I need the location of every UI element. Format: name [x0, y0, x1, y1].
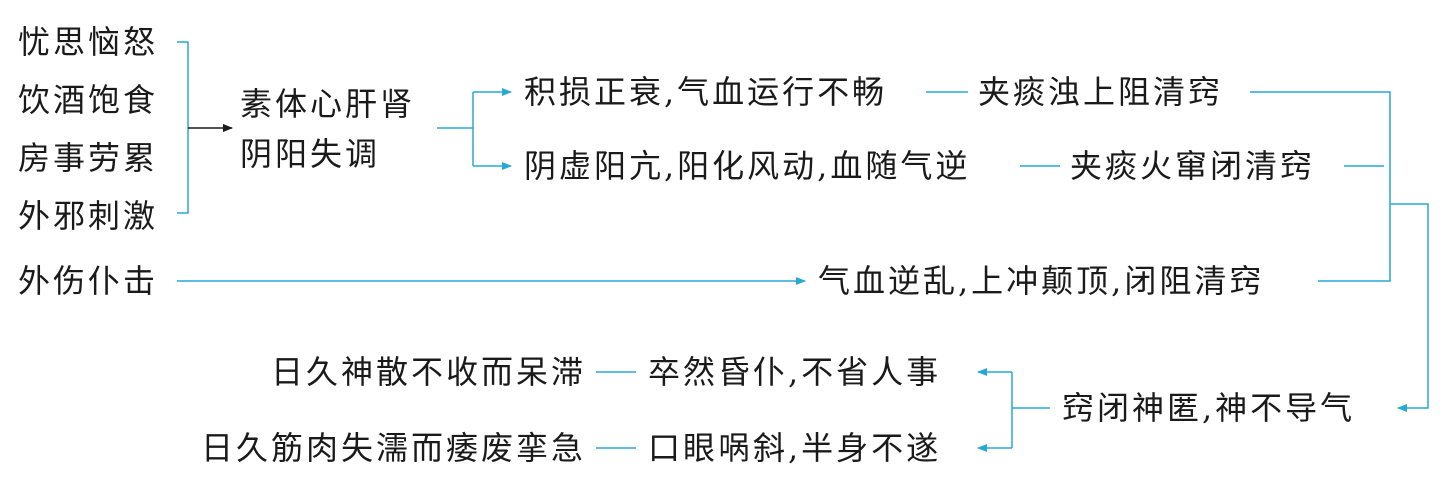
cause-4: 外邪刺激: [18, 197, 159, 235]
causes-bracket: [177, 41, 189, 214]
cause-2: 饮酒饱食: [18, 81, 159, 119]
lower-mechanism: 阴虚阳亢,阳化风动,血随气逆: [524, 147, 971, 185]
acute-symptom-1: 卒然昏仆,不省人事: [648, 353, 942, 391]
trauma-result: 气血逆乱,上冲颠顶,闭阻清窍: [818, 262, 1265, 300]
trauma-cause: 外伤仆击: [18, 262, 159, 300]
upper-collector: [1250, 91, 1391, 282]
lower-result: 夹痰火窜闭清窍: [1070, 147, 1316, 185]
chronic-symptom-2: 日久筋肉失濡而痿废挛急: [200, 429, 586, 467]
upper-mechanism: 积损正衰,气血运行不畅: [524, 73, 888, 111]
collector-to-outcome-arrow: [1390, 203, 1429, 412]
root-line-2: 阴阳失调: [240, 135, 381, 173]
cause-1: 忧思恼怒: [18, 23, 159, 61]
acute-symptom-2: 口眼㖞斜,半身不遂: [648, 429, 942, 467]
cause-3: 房事劳累: [18, 139, 159, 177]
chronic-symptom-1: 日久神散不收而呆滞: [270, 353, 586, 391]
outcome: 窍闭神匿,神不导气: [1062, 389, 1356, 427]
root-line-1: 素体心肝肾: [240, 85, 416, 123]
upper-result: 夹痰浊上阻清窍: [978, 73, 1224, 111]
